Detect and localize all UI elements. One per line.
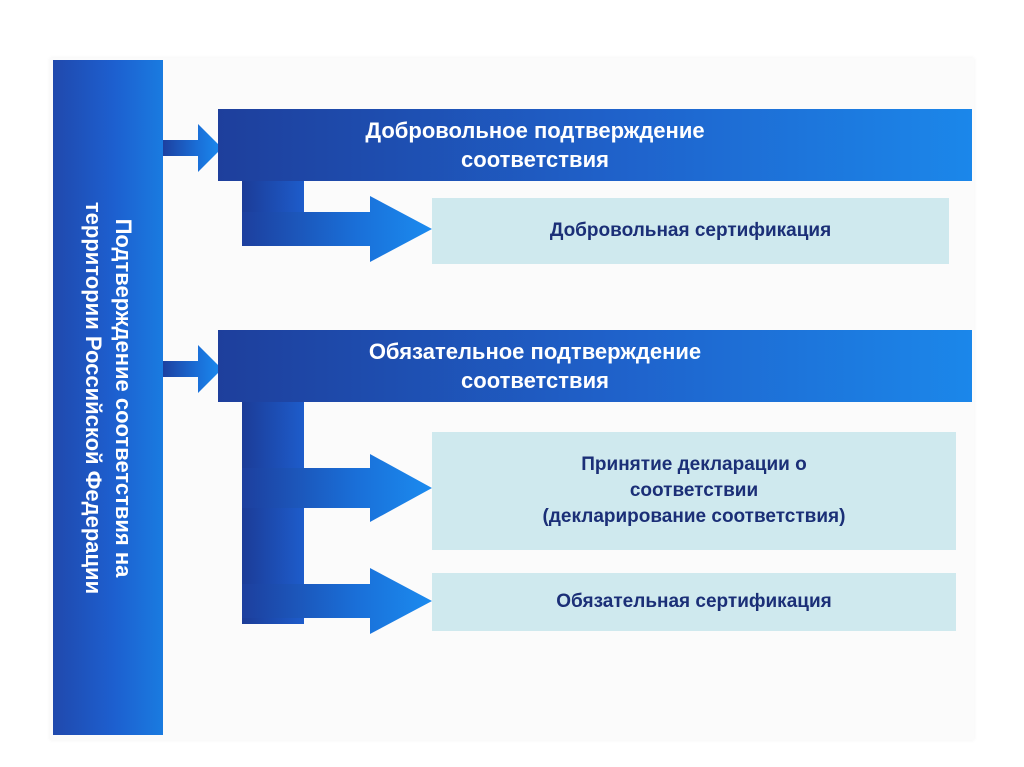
root-node [53,60,163,735]
voluntary-to-certification-arrow [242,196,432,262]
mandatory-to-declaration-arrow [242,454,432,522]
mandatory-to-certification-arrow [242,568,432,634]
declaration-node: Принятие декларации о соответствии (декл… [432,432,956,550]
voluntary-confirmation-node: Добровольное подтверждение соответствия [218,109,972,181]
root-node-label: Подтверждение соответствия на территории… [81,201,136,595]
mandatory-confirmation-node: Обязательное подтверждение соответствия [218,330,972,402]
voluntary-certification-node: Добровольная сертификация [432,198,949,264]
root-to-voluntary-arrow [162,124,222,172]
mandatory-certification-node: Обязательная сертификация [432,573,956,631]
root-to-mandatory-arrow [162,345,222,393]
